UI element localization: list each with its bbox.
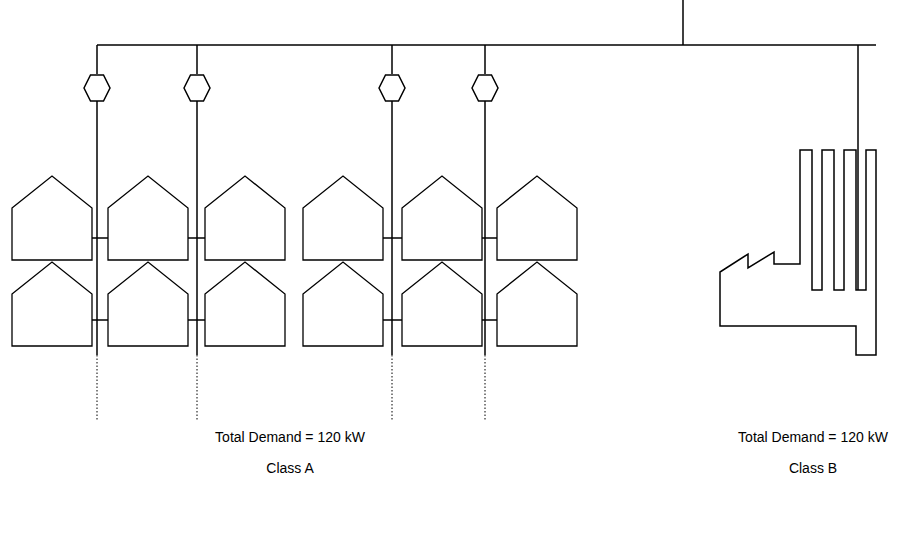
house-symbol (402, 176, 482, 260)
feeder-line (196, 101, 198, 355)
feeder-line (484, 101, 486, 355)
demand-label: Total Demand = 120 kW (738, 429, 888, 445)
service-tie (92, 237, 108, 239)
feeder-line (484, 45, 486, 74)
service-tie (383, 237, 402, 239)
house-symbol (205, 262, 285, 346)
house-symbol (108, 176, 188, 260)
house-symbol (303, 262, 383, 346)
house-symbol (497, 176, 577, 260)
service-tie (188, 237, 205, 239)
service-tie (92, 319, 108, 321)
meter-symbol (84, 75, 110, 101)
house-symbol (497, 262, 577, 346)
meter-symbol (184, 75, 210, 101)
house-symbol (12, 176, 92, 260)
feeder-continuation (485, 355, 486, 420)
feeder-line (391, 101, 393, 355)
factory-symbol (720, 150, 876, 355)
house-symbol (108, 262, 188, 346)
house-symbol (402, 262, 482, 346)
house-symbol (12, 262, 92, 346)
class-label: Class B (789, 460, 837, 476)
class-label: Class A (266, 460, 313, 476)
service-tie (482, 237, 497, 239)
house-symbol (303, 176, 383, 260)
feeder-line (96, 45, 98, 74)
service-tie (482, 319, 497, 321)
feeder-line (96, 101, 98, 355)
bus-line (97, 44, 876, 46)
feeder-line (391, 45, 393, 74)
meter-symbol (472, 75, 498, 101)
feeder-continuation (197, 355, 198, 420)
feeder-line (196, 45, 198, 74)
service-tie (188, 319, 205, 321)
demand-label: Total Demand = 120 kW (215, 429, 365, 445)
house-symbol (205, 176, 285, 260)
feeder-continuation (97, 355, 98, 420)
supply-line (682, 0, 684, 45)
feeder-continuation (392, 355, 393, 420)
service-tie (383, 319, 402, 321)
factory-feeder (857, 45, 859, 290)
meter-symbol (379, 75, 405, 101)
